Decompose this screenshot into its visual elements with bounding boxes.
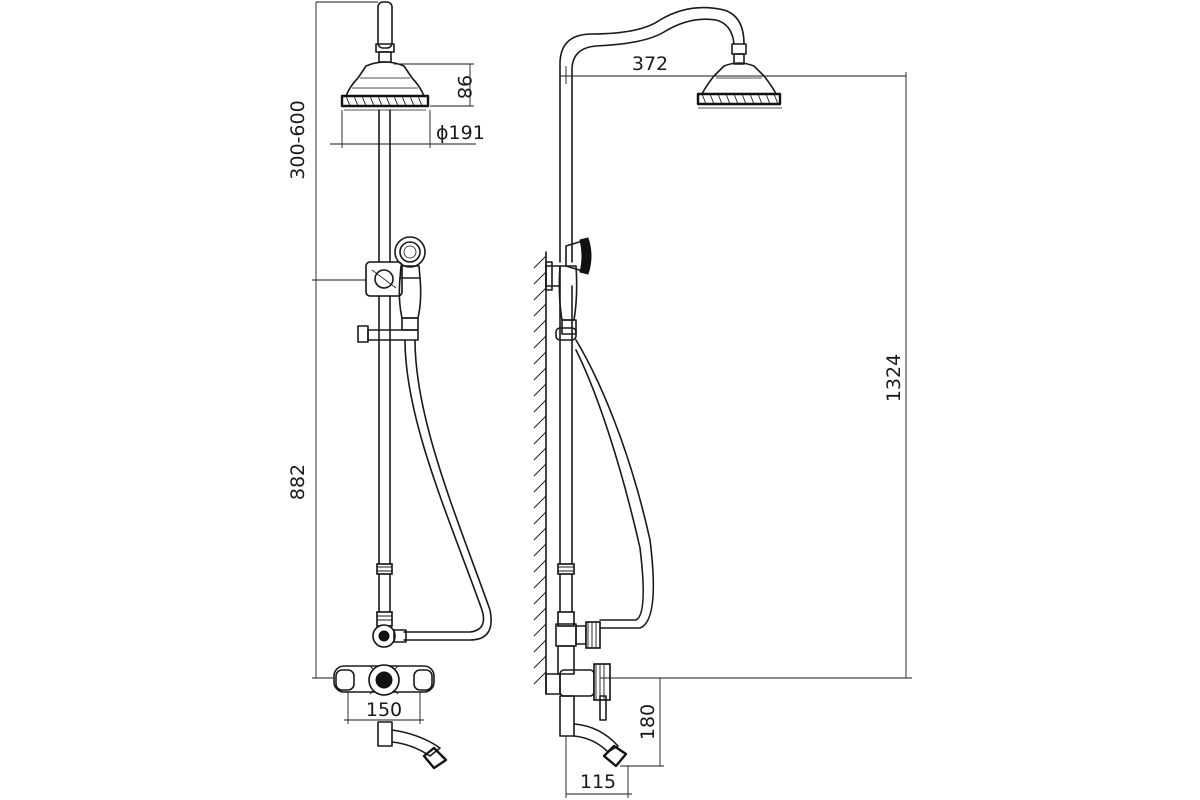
side-bracket [545, 261, 577, 341]
dim-spout-height: 180 [620, 678, 664, 767]
side-arm [559, 6, 747, 263]
front-top-fitting [375, 1, 395, 63]
front-main-bar [376, 109, 393, 627]
dim-head: 98 ϕ191 [330, 63, 485, 148]
side-main-bar [557, 285, 575, 627]
side-spout [559, 695, 628, 768]
dim-adjust-range: 300-600 [287, 100, 309, 179]
front-hose [403, 339, 492, 641]
side-mixer [545, 645, 611, 721]
dim-head-diameter: ϕ191 [436, 122, 485, 144]
front-hand-holder [357, 325, 419, 343]
dim-mixer: 150 [344, 692, 424, 724]
dim-head-height: 98 [453, 75, 475, 99]
front-wall-bracket [365, 261, 403, 297]
front-mixer [333, 664, 435, 696]
side-hose [575, 339, 655, 629]
dim-total: 1324 [600, 72, 912, 679]
dim-total-height: 1324 [883, 354, 905, 402]
dim-arm: 372 [560, 53, 906, 84]
dim-spout-height-value: 180 [637, 704, 659, 740]
dim-bar-height: 882 [287, 464, 309, 500]
dim-arm-reach: 372 [632, 53, 668, 75]
side-wall [533, 251, 547, 695]
dim-adjust: 300-600 [287, 1, 378, 281]
side-hand-shower [558, 237, 592, 335]
dim-spout-reach: 115 [565, 736, 632, 798]
front-shower-head [340, 61, 430, 111]
front-hand-shower [394, 236, 426, 331]
side-shower-head [696, 62, 782, 109]
side-view: 372 1324 180 115 [533, 6, 912, 798]
dim-spout-reach-value: 115 [580, 771, 616, 793]
front-spout [377, 721, 448, 770]
dim-bar: 882 [287, 280, 334, 679]
front-diverter [372, 624, 407, 648]
front-view: 98 ϕ191 300-600 882 150 [287, 1, 492, 770]
dim-mixer-spacing: 150 [366, 699, 402, 721]
